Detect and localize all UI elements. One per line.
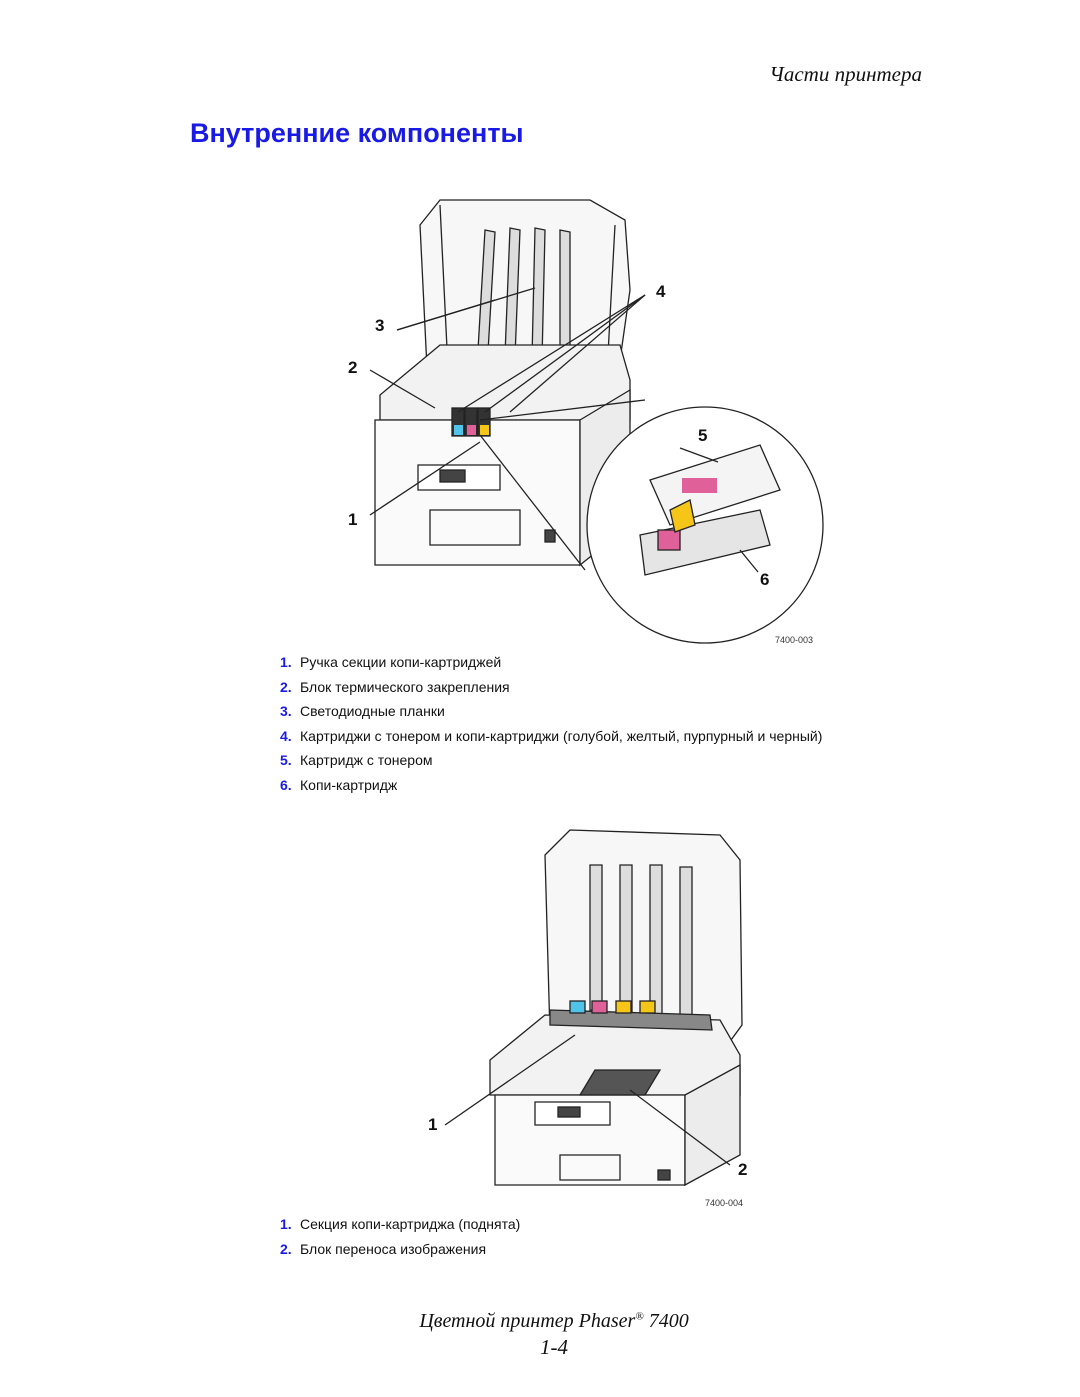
printer-open-illustration-2 [444,829,743,1187]
legend-text: Копи-картридж [300,776,398,793]
page-number: 1-4 [540,1335,568,1359]
legend-item: 4. Картриджи с тонером и копи-картриджи (… [280,724,822,749]
page-title: Внутренние компоненты [190,118,524,148]
legend-item: 5. Картридж с тонером [280,748,822,773]
legend-item: 2. Блок переноса изображения [280,1237,520,1262]
legend-num: 5. [280,752,292,769]
callout-6: 6 [760,570,770,589]
figure-transfer-unit: 1 2 7400-004 [420,825,770,1215]
legend-text: Светодиодные планки [300,703,445,720]
figure-code: 7400-004 [705,1198,744,1208]
printer-open-illustration [369,199,824,644]
callout-2: 2 [348,358,358,377]
legend-num: 4. [280,727,292,744]
legend-text: Секция копи-картриджа (поднята) [300,1216,521,1233]
callout-4: 4 [656,282,666,301]
legend-text: Блок термического закрепления [300,678,510,695]
section-header: Части принтера [769,62,922,86]
legend-item: 1. Секция копи-картриджа (поднята) [280,1212,520,1237]
callout-5: 5 [698,426,708,445]
legend-item: 1. Ручка секции копи-картриджей [280,650,822,675]
legend-text: Блок переноса изображения [300,1240,487,1257]
figure2-legend: 1. Секция копи-картриджа (поднята) 2. Блок… [280,1212,520,1261]
legend-text: Картриджи с тонером и копи-картриджи (го… [300,727,823,744]
legend-num: 3. [280,703,292,720]
footer-product-title: Цветной принтер Phaser® 7400 [0,1310,1080,1333]
figure1-legend: 1. Ручка секции копи-картриджей 2. Блок те… [280,650,822,797]
legend-num: 6. [280,776,292,793]
callout-2: 2 [738,1160,748,1179]
figure-internal-components: 3 4 2 5 1 6 7400-003 [340,180,830,645]
product-model: 7400 [643,1310,689,1332]
legend-item: 3. Светодиодные планки [280,699,822,724]
callout-1: 1 [428,1115,438,1134]
legend-num: 2. [280,678,292,695]
callout-3: 3 [375,316,385,335]
legend-text: Картридж с тонером [300,752,433,769]
callout-1: 1 [348,510,358,529]
legend-item: 6. Копи-картридж [280,773,822,798]
legend-num: 1. [280,1216,292,1233]
registered-mark: ® [635,1310,644,1323]
figure-code: 7400-003 [775,635,814,645]
legend-text: Ручка секции копи-картриджей [300,654,502,671]
product-name: Цветной принтер Phaser [419,1310,636,1332]
legend-num: 2. [280,1240,292,1257]
legend-num: 1. [280,654,292,671]
legend-item: 2. Блок термического закрепления [280,675,822,700]
